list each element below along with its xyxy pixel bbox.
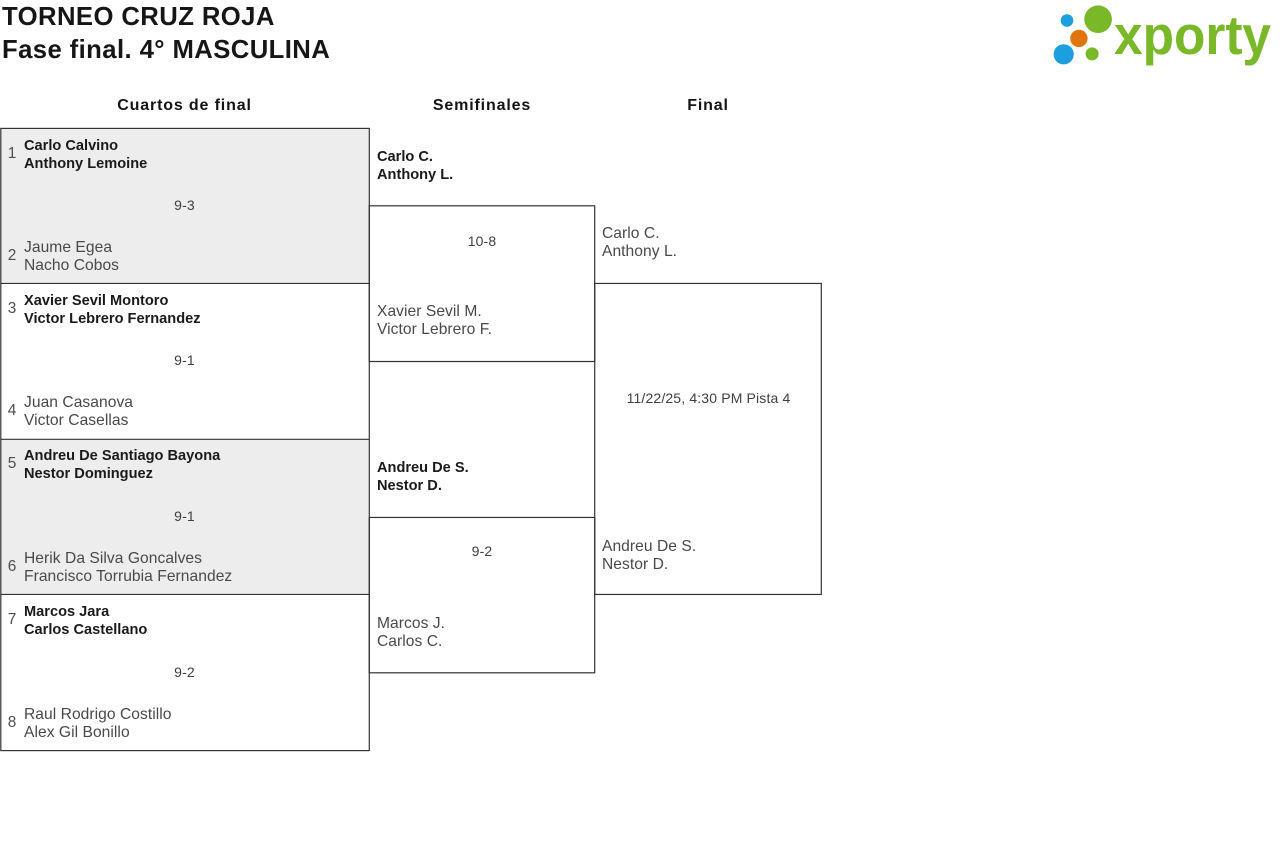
svg-text:xporty: xporty (1114, 4, 1271, 66)
